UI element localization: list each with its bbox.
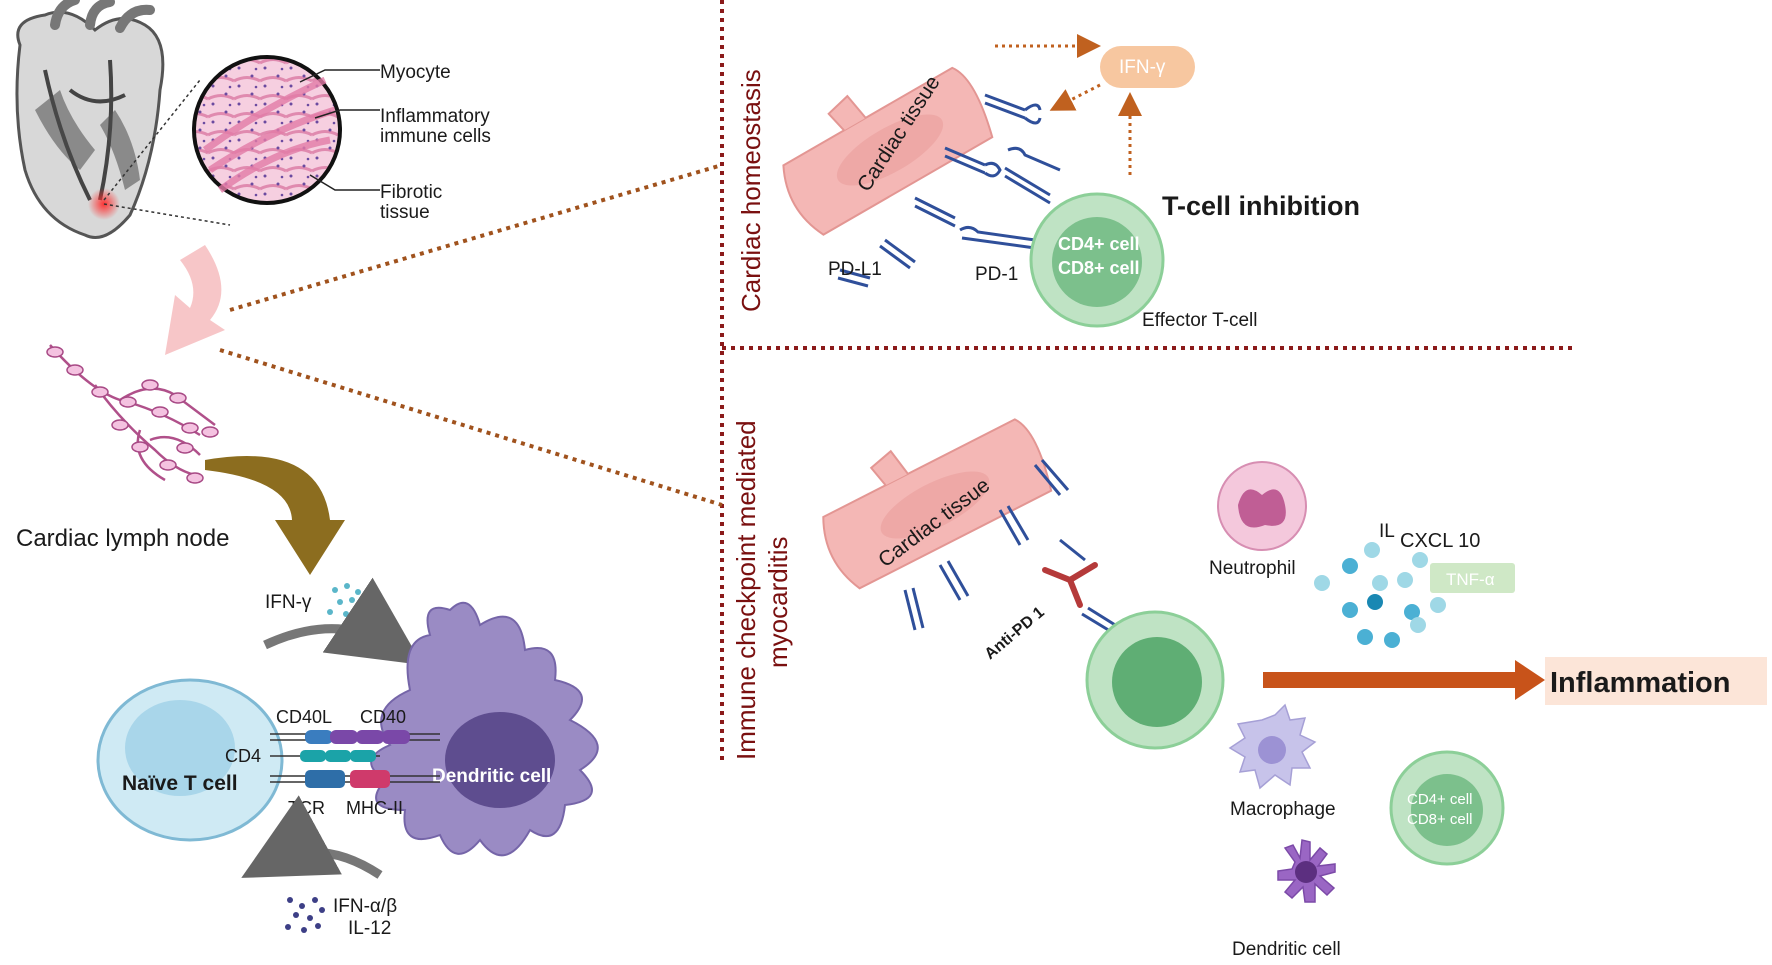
myocarditis-t-cell [1085, 610, 1225, 750]
ifn-gamma-curved-arrow [263, 577, 423, 665]
label-myocarditis-cd8: CD8+ cell [1407, 811, 1472, 828]
neutrophil-cell [1217, 461, 1307, 551]
label-anti-pd1: Anti-PD 1 [982, 604, 1048, 663]
label-effector-t-cell: Effector T-cell [1142, 310, 1257, 331]
inflammation-label-bg [1545, 657, 1767, 705]
myocarditis-pd-l1-receptors [903, 459, 1086, 631]
inflammation-arrow [1263, 660, 1545, 700]
histology-leader-lines [299, 69, 380, 191]
naive-t-cell [96, 678, 284, 842]
arrow-ifn-to-tissue [1049, 83, 1101, 111]
label-pd-l1: PD-L1 [828, 259, 882, 280]
label-macrophage: Macrophage [1230, 799, 1336, 820]
ifn-gamma-badge [1100, 46, 1195, 88]
label-priming-ifn-gamma: IFN-γ [265, 592, 312, 613]
label-cxcl10: CXCL 10 [1400, 530, 1480, 552]
connector-to-myocarditis [219, 348, 723, 507]
zoom-line-top [103, 79, 201, 201]
label-neutrophil: Neutrophil [1209, 558, 1296, 579]
myocarditis-cd4-cd8-cell [1389, 750, 1505, 866]
label-il: IL [1379, 521, 1395, 542]
label-inflammatory-2: immune cells [380, 126, 491, 147]
label-myocarditis-cd4: CD4+ cell [1407, 791, 1472, 808]
label-mhc-ii: MHC-II [346, 798, 403, 818]
lymph-to-priming-arrow [205, 456, 345, 575]
dendritic-cell-large [370, 601, 599, 857]
label-fibrotic-2: tissue [380, 202, 430, 223]
lymph-node-nodules [46, 346, 219, 484]
label-myocyte: Myocyte [380, 62, 451, 83]
macrophage-cell [1228, 703, 1317, 790]
label-cardiac-lymph-node: Cardiac lymph node [16, 525, 229, 552]
section-title-myocarditis-2: myocarditis [763, 537, 793, 668]
label-homeostasis-ifn-gamma: IFN-γ [1119, 57, 1166, 78]
cytokine-dots [1314, 542, 1448, 648]
heart-to-lymph-arrow [165, 245, 225, 355]
homeostasis-cardiac-tissue [782, 66, 994, 236]
synapse-receptors [270, 730, 440, 788]
ifn-gamma-dots [327, 583, 363, 617]
label-cd4: CD4 [225, 746, 261, 766]
myocarditis-cardiac-tissue [822, 418, 1053, 590]
label-dendritic-cell-large: Dendritic cell [432, 766, 551, 787]
anti-pd1-antibody [1042, 562, 1098, 608]
label-t-cell-inhibition: T-cell inhibition [1162, 191, 1360, 221]
label-inflammatory-1: Inflammatory [380, 106, 490, 127]
label-tcr: TCR [288, 798, 325, 818]
small-dendritic-cell [1277, 839, 1336, 903]
label-small-dendritic-cell: Dendritic cell [1232, 939, 1341, 960]
label-tnf-alpha: TNF-α [1446, 570, 1495, 589]
label-homeostasis-cd8: CD8+ cell [1058, 258, 1140, 278]
label-cd40l: CD40L [276, 707, 332, 727]
homeostasis-pd-l1-receptors [837, 93, 1042, 288]
section-title-homeostasis: Cardiac homeostasis [736, 69, 766, 312]
label-fibrotic-1: Fibrotic [380, 182, 442, 203]
ifn-alpha-dots [285, 897, 325, 933]
label-inflammation: Inflammation [1550, 667, 1730, 699]
label-naive-t-cell: Naïve T cell [122, 772, 238, 795]
homeostasis-pd-1-receptors [959, 146, 1061, 250]
tnf-alpha-box [1430, 563, 1515, 593]
label-ifn-alpha-beta: IFN-α/β [333, 896, 397, 917]
label-homeostasis-cd4: CD4+ cell [1058, 234, 1140, 254]
section-title-myocarditis-1: Immune checkpoint mediated [731, 420, 761, 760]
histology-circle [192, 55, 342, 205]
homeostasis-effector-t-cell [1029, 192, 1165, 328]
label-il12: IL-12 [348, 918, 391, 939]
label-pd-1: PD-1 [975, 264, 1018, 285]
label-cd40: CD40 [360, 707, 406, 727]
heart-illustration [15, 0, 165, 239]
ifn-alpha-curved-arrow [241, 795, 383, 879]
